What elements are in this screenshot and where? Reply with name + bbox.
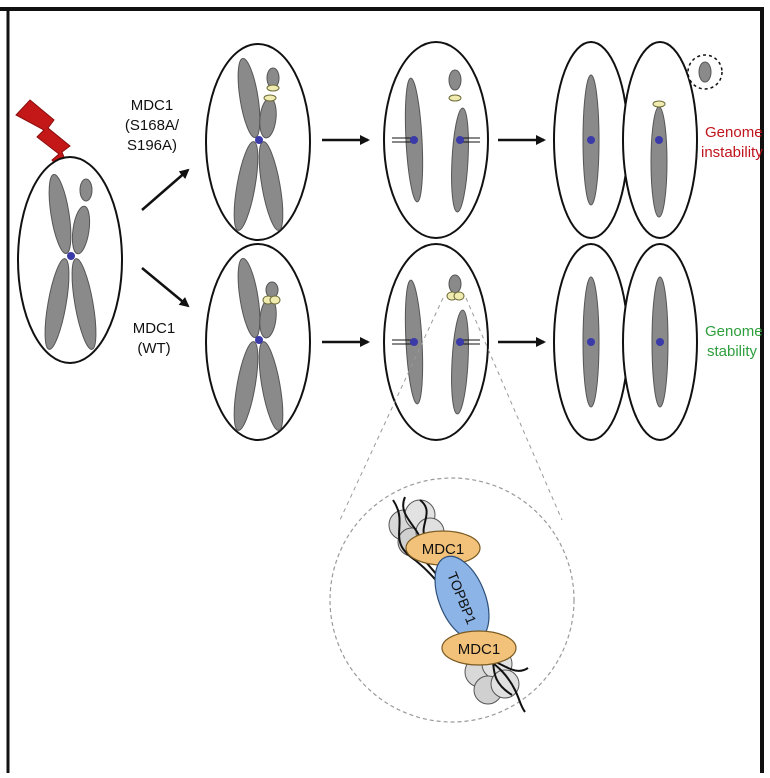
stability-label-line2: stability bbox=[707, 343, 758, 360]
break-end bbox=[264, 95, 276, 101]
stability-label-line1: Genome bbox=[705, 323, 763, 340]
wt-label-line1: MDC1 bbox=[133, 320, 176, 337]
centromere bbox=[656, 338, 664, 346]
break-end bbox=[449, 95, 461, 101]
wt-cell-stage1 bbox=[206, 244, 310, 440]
acentric-fragment bbox=[699, 62, 711, 82]
centromere bbox=[456, 136, 464, 144]
centromere bbox=[587, 338, 595, 346]
mdc1-bridge bbox=[454, 292, 464, 300]
mutant-label-line3: S196A) bbox=[127, 137, 177, 154]
broken-fragment bbox=[449, 275, 461, 293]
instability-label-line2: instability bbox=[701, 144, 763, 161]
wt-daughter-cell-2 bbox=[623, 244, 697, 440]
mutant-cell-stage2 bbox=[384, 42, 488, 238]
centromere bbox=[456, 338, 464, 346]
wt-cell-stage2 bbox=[384, 244, 488, 440]
centromere bbox=[587, 136, 595, 144]
mutant-cell-stage1 bbox=[206, 44, 310, 240]
mdc1-bottom-label: MDC1 bbox=[458, 641, 501, 658]
broken-fragment bbox=[80, 179, 92, 201]
break-end bbox=[267, 85, 279, 91]
wt-daughter-cell-1 bbox=[554, 244, 628, 440]
mdc1-top-label: MDC1 bbox=[422, 541, 465, 558]
wt-label-line2: (WT) bbox=[137, 340, 170, 357]
initial-damaged-cell bbox=[18, 157, 122, 363]
centromere bbox=[410, 338, 418, 346]
centromere bbox=[410, 136, 418, 144]
centromere bbox=[255, 136, 263, 144]
instability-label-line1: Genome bbox=[705, 124, 763, 141]
mdc1-bridge bbox=[270, 296, 280, 304]
mutant-label-line1: MDC1 bbox=[131, 97, 174, 114]
mutant-daughter-cell-2 bbox=[623, 42, 697, 238]
break-end bbox=[653, 101, 665, 107]
mutant-daughter-cell-1 bbox=[554, 42, 628, 238]
chromatid bbox=[651, 107, 667, 217]
centromere bbox=[655, 136, 663, 144]
centromere bbox=[67, 252, 75, 260]
centromere bbox=[255, 336, 263, 344]
lost-fragment bbox=[688, 55, 722, 89]
mutant-label-line2: (S168A/ bbox=[125, 117, 180, 134]
broken-fragment bbox=[449, 70, 461, 90]
